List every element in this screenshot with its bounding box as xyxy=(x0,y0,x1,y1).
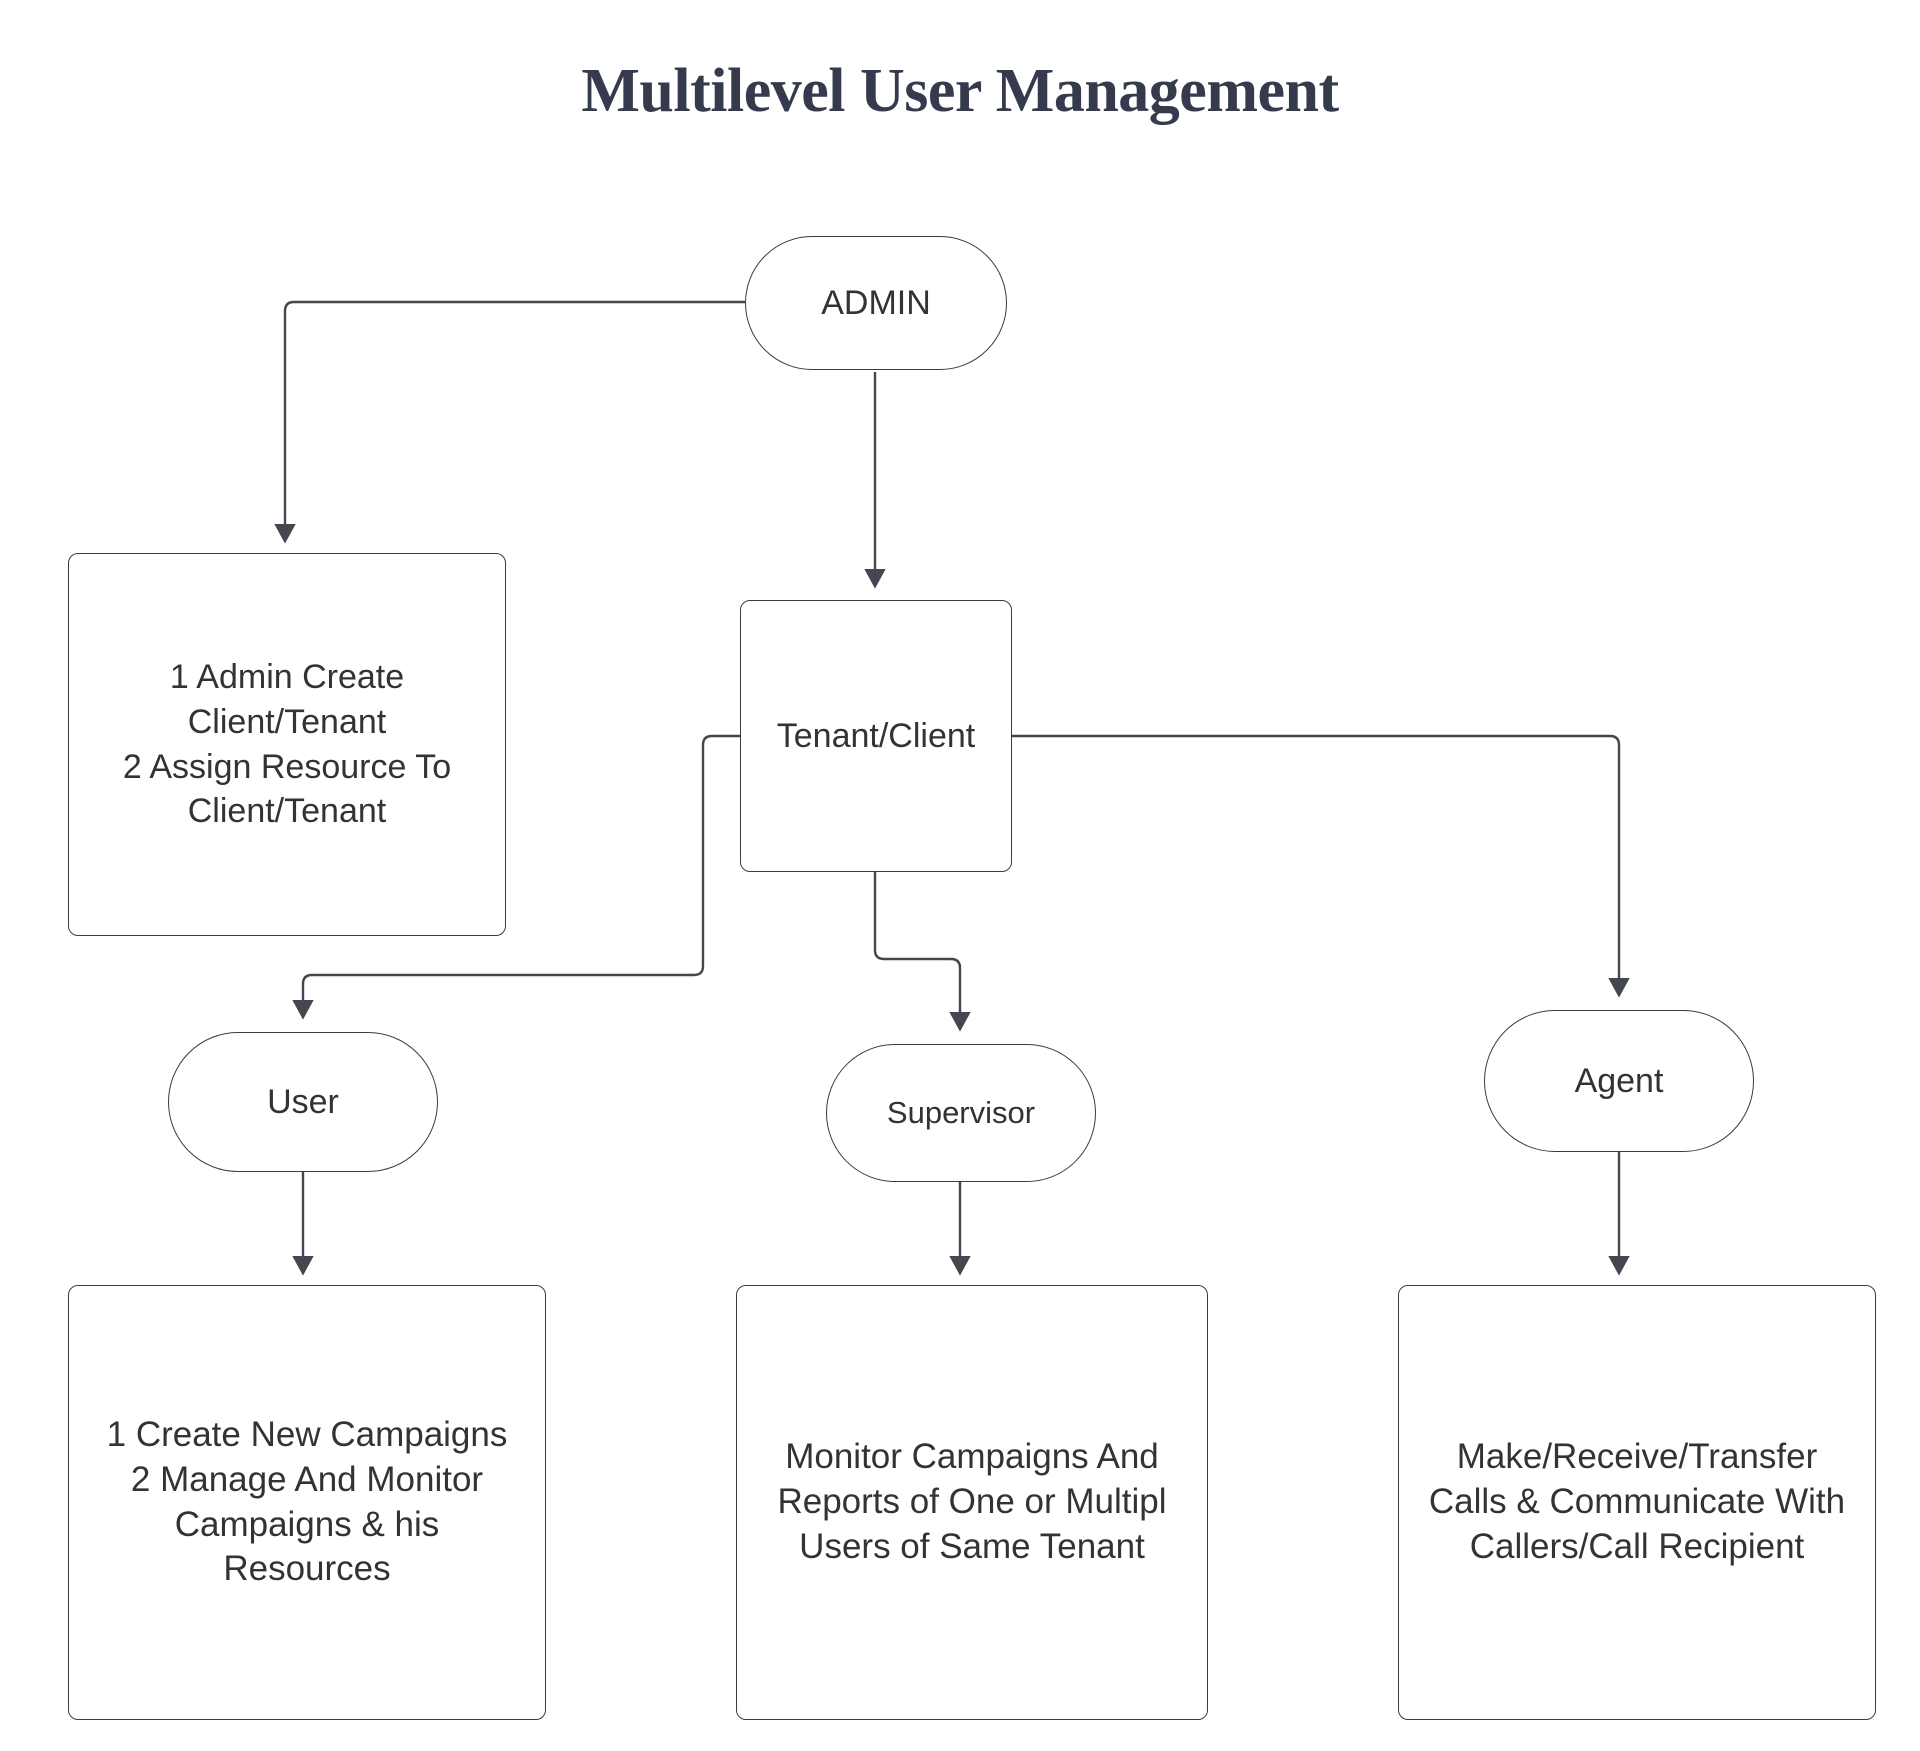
node-admin[interactable]: ADMIN xyxy=(745,236,1007,370)
node-admin-label: ADMIN xyxy=(821,283,931,322)
node-admin-detail[interactable]: 1 Admin Create Client/Tenant 2 Assign Re… xyxy=(68,553,506,936)
node-user-detail-label: 1 Create New Campaigns 2 Manage And Moni… xyxy=(106,1414,508,1589)
node-tenant-client-label: Tenant/Client xyxy=(776,716,976,755)
edge-tenant-to-supervisor xyxy=(873,872,971,1032)
edge-admin-to-admin-detail xyxy=(274,300,745,544)
node-supervisor[interactable]: Supervisor xyxy=(826,1044,1096,1182)
node-agent-detail-label: Make/Receive/Transfer Calls & Communicat… xyxy=(1428,1437,1846,1566)
node-agent-label: Agent xyxy=(1574,1061,1664,1100)
node-supervisor-detail[interactable]: Monitor Campaigns And Reports of One or … xyxy=(736,1285,1208,1720)
node-agent[interactable]: Agent xyxy=(1484,1010,1754,1152)
node-supervisor-detail-label: Monitor Campaigns And Reports of One or … xyxy=(777,1437,1167,1566)
node-agent-detail[interactable]: Make/Receive/Transfer Calls & Communicat… xyxy=(1398,1285,1876,1720)
edge-tenant-to-agent xyxy=(1012,734,1630,998)
node-user-label: User xyxy=(267,1082,339,1121)
node-admin-detail-label: 1 Admin Create Client/Tenant 2 Assign Re… xyxy=(122,657,452,831)
node-tenant-client[interactable]: Tenant/Client xyxy=(740,600,1012,872)
node-user[interactable]: User xyxy=(168,1032,438,1172)
node-user-detail[interactable]: 1 Create New Campaigns 2 Manage And Moni… xyxy=(68,1285,546,1720)
page-title: Multilevel User Management xyxy=(581,57,1339,125)
edge-tenant-to-user xyxy=(292,734,740,1020)
node-supervisor-label: Supervisor xyxy=(886,1094,1036,1130)
